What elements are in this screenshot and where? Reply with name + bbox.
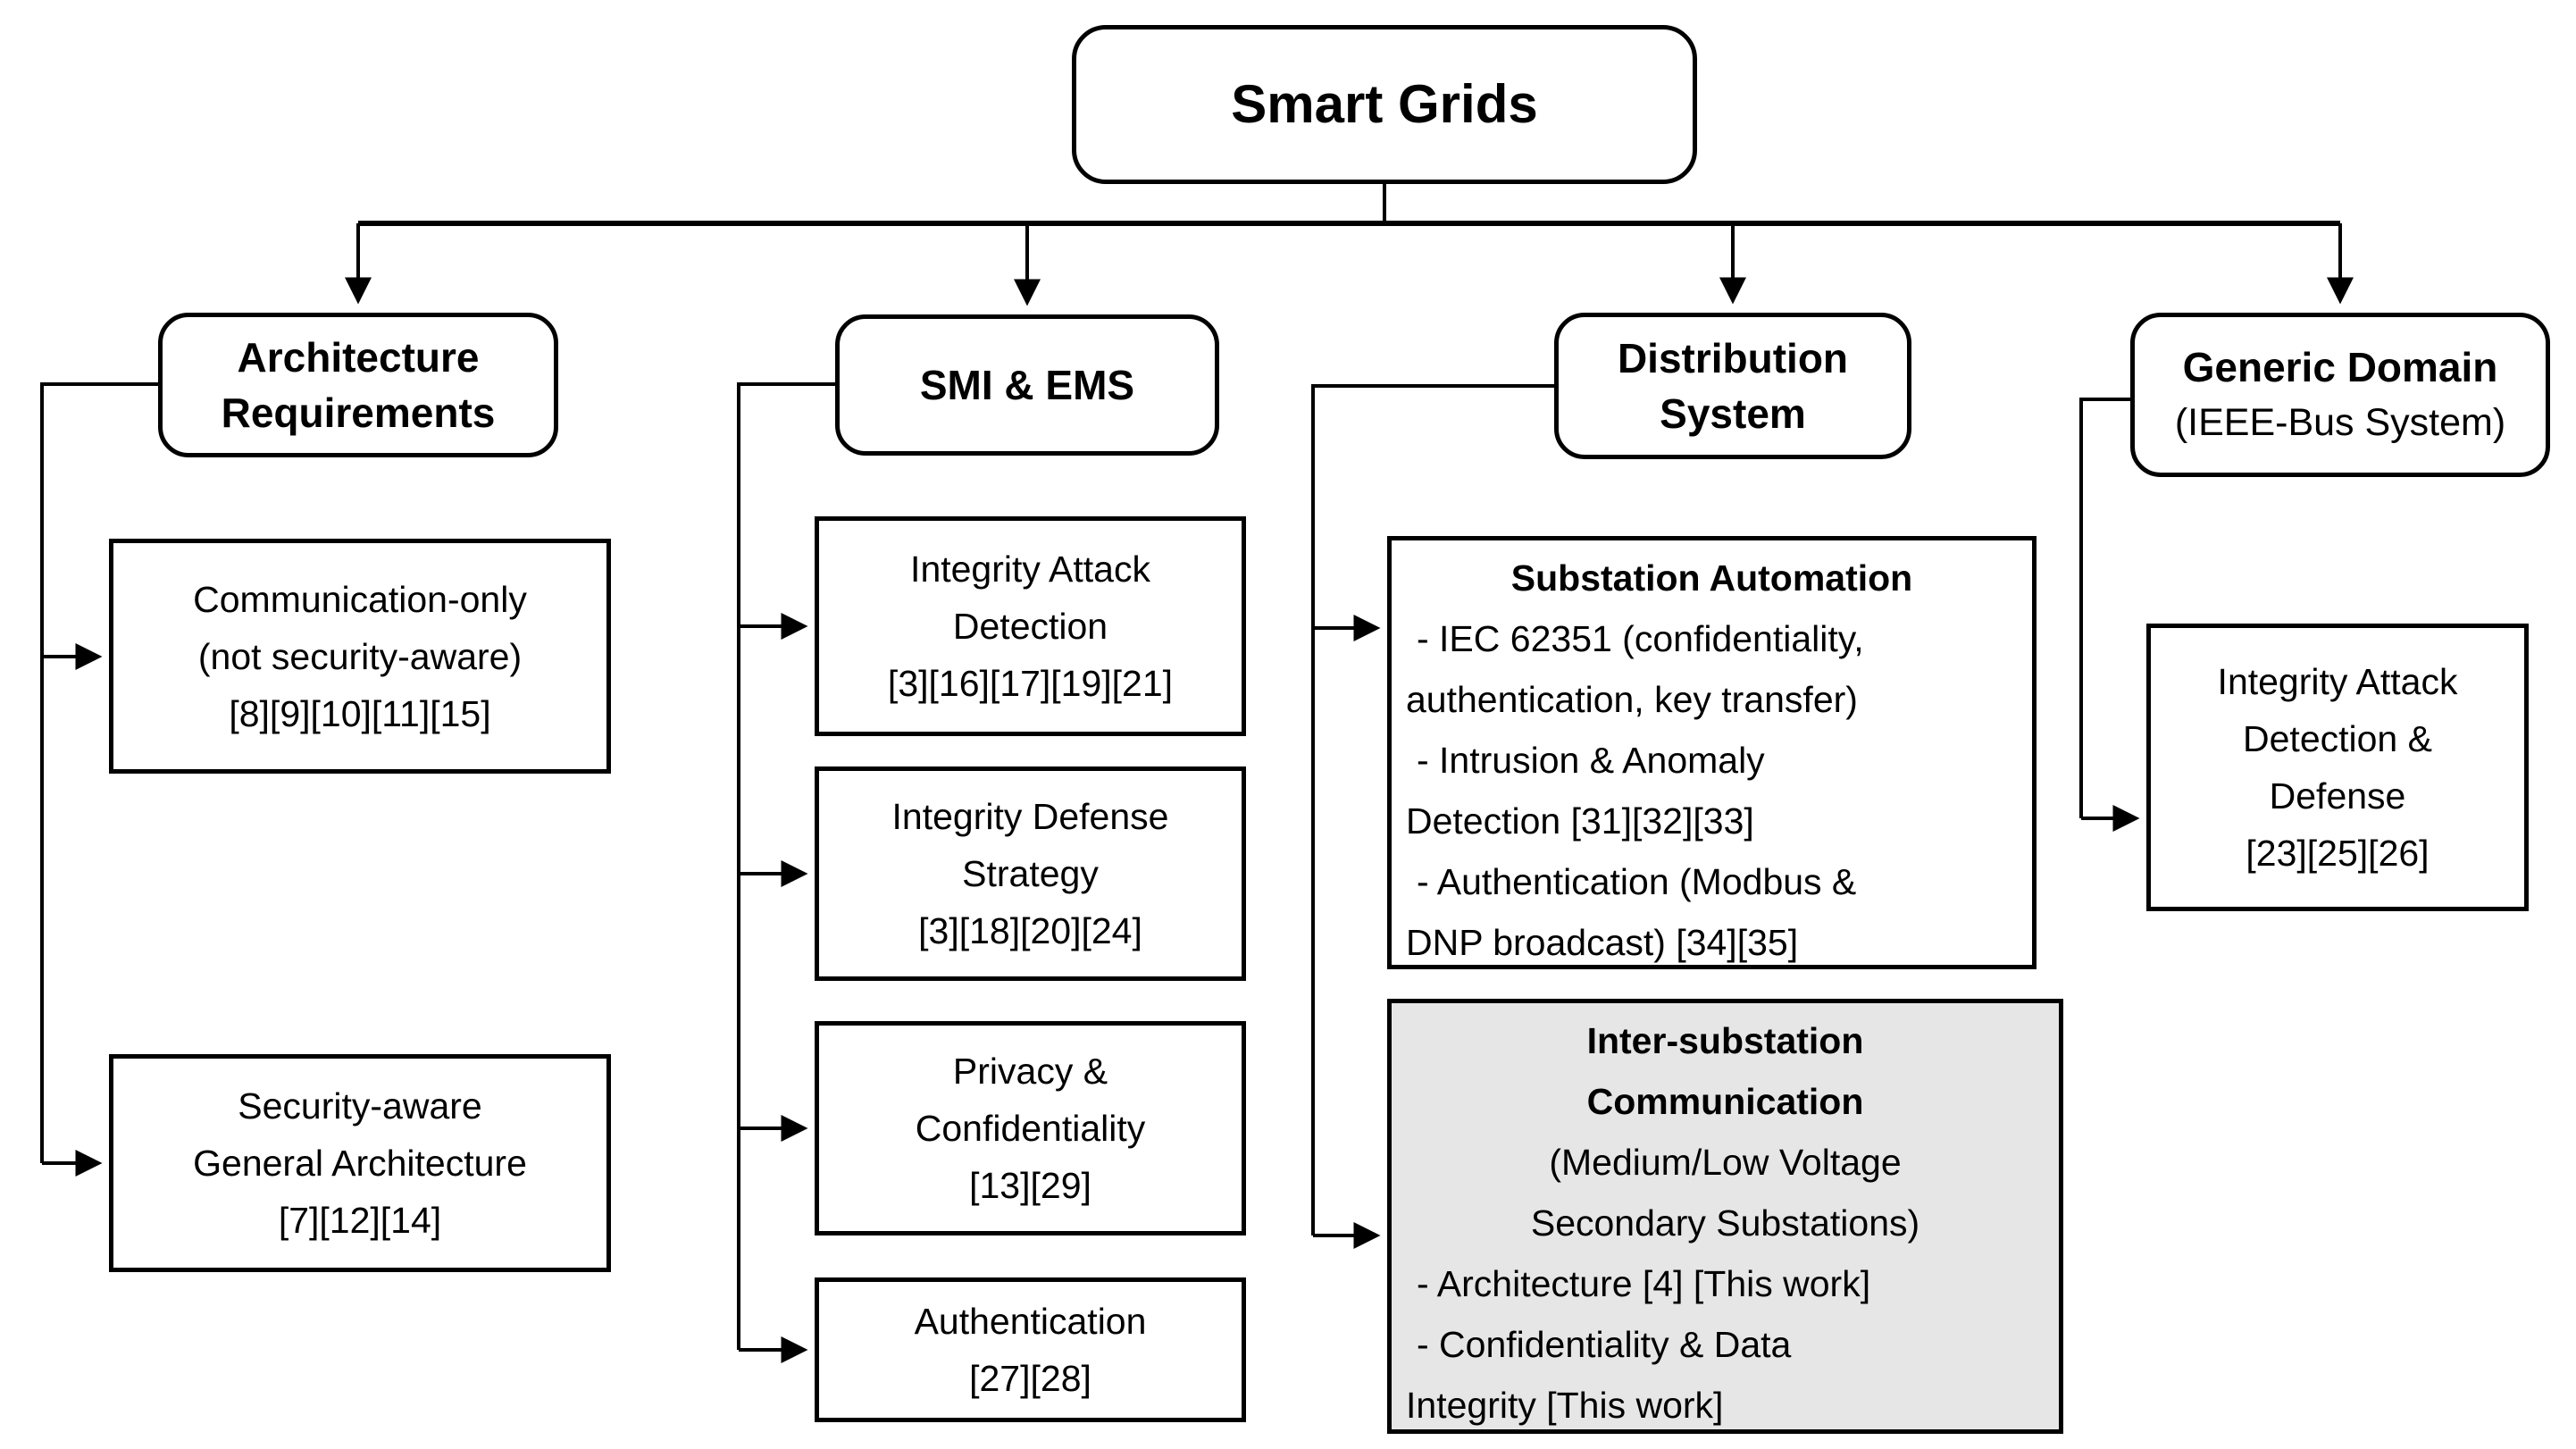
header-smi-ems: SMI & EMS — [835, 314, 1219, 456]
node-communication-only: Communication-only (not security-aware) … — [109, 539, 611, 774]
header-line: Architecture — [237, 334, 480, 381]
node-line: [27][28] — [969, 1358, 1091, 1399]
node-line: authentication, key transfer) — [1406, 679, 1858, 720]
node-line: Detection — [952, 606, 1108, 647]
node-line: Detection [31][32][33] — [1406, 800, 1754, 842]
header-line: Generic Domain — [2182, 344, 2498, 390]
header-line: System — [1660, 390, 1806, 437]
node-line: Communication-only — [193, 578, 527, 620]
node-line: Detection & — [2243, 718, 2432, 759]
node-line: Integrity [This work] — [1406, 1385, 1724, 1426]
node-line: Confidentiality — [915, 1108, 1146, 1149]
header-line: Distribution — [1617, 335, 1849, 381]
header-line: Requirements — [221, 389, 496, 436]
node-line: DNP broadcast) [34][35] — [1406, 922, 1799, 963]
node-title: Communication — [1586, 1081, 1864, 1122]
node-authentication: Authentication [27][28] — [815, 1277, 1246, 1422]
header-line: SMI & EMS — [919, 362, 1135, 408]
node-line: - IEC 62351 (confidentiality, — [1417, 618, 1864, 659]
header-subline: (IEEE-Bus System) — [2174, 401, 2506, 444]
node-line: (Medium/Low Voltage — [1549, 1142, 1902, 1183]
root-label: Smart Grids — [1231, 74, 1538, 134]
node-line: [3][16][17][19][21] — [887, 663, 1174, 704]
header-distribution-system: Distribution System — [1554, 313, 1911, 459]
node-integrity-attack-detection-defense: Integrity Attack Detection & Defense [23… — [2146, 624, 2529, 911]
root-node-smart-grids: Smart Grids — [1072, 25, 1697, 184]
node-line: Secondary Substations) — [1530, 1202, 1920, 1244]
node-line: Defense — [2269, 775, 2406, 817]
node-line: [3][18][20][24] — [918, 910, 1142, 951]
node-line: [23][25][26] — [2246, 833, 2430, 874]
node-privacy-confidentiality: Privacy & Confidentiality [13][29] — [815, 1021, 1246, 1235]
node-inter-substation-communication: Inter-substation Communication (Medium/L… — [1387, 999, 2063, 1434]
node-line: (not security-aware) — [197, 635, 523, 677]
node-line: Strategy — [962, 853, 1099, 894]
node-line: - Authentication (Modbus & — [1417, 861, 1857, 902]
node-security-aware-architecture: Security-aware General Architecture [7][… — [109, 1054, 611, 1272]
node-line: General Architecture — [193, 1143, 527, 1184]
node-integrity-defense-strategy: Integrity Defense Strategy [3][18][20][2… — [815, 766, 1246, 981]
header-architecture-requirements: Architecture Requirements — [158, 313, 558, 457]
node-substation-automation: Substation Automation - IEC 62351 (confi… — [1387, 536, 2037, 969]
node-line: - Intrusion & Anomaly — [1417, 740, 1765, 781]
node-line: [13][29] — [969, 1165, 1091, 1206]
node-title: Inter-substation — [1586, 1020, 1864, 1061]
node-line: Integrity Defense — [891, 796, 1169, 837]
node-integrity-attack-detection: Integrity Attack Detection [3][16][17][1… — [815, 516, 1246, 736]
node-line: [8][9][10][11][15] — [229, 692, 491, 734]
node-line: - Architecture [4] [This work] — [1417, 1263, 1871, 1304]
node-line: Integrity Attack — [2217, 661, 2458, 702]
node-line: [7][12][14] — [278, 1200, 442, 1241]
node-line: Security-aware — [238, 1085, 482, 1127]
node-line: Privacy & — [952, 1051, 1108, 1092]
header-generic-domain: Generic Domain (IEEE-Bus System) — [2130, 313, 2550, 477]
node-line: - Confidentiality & Data — [1417, 1324, 1792, 1365]
node-title: Substation Automation — [1510, 557, 1913, 599]
node-line: Integrity Attack — [910, 549, 1150, 590]
node-line: Authentication — [914, 1301, 1147, 1342]
